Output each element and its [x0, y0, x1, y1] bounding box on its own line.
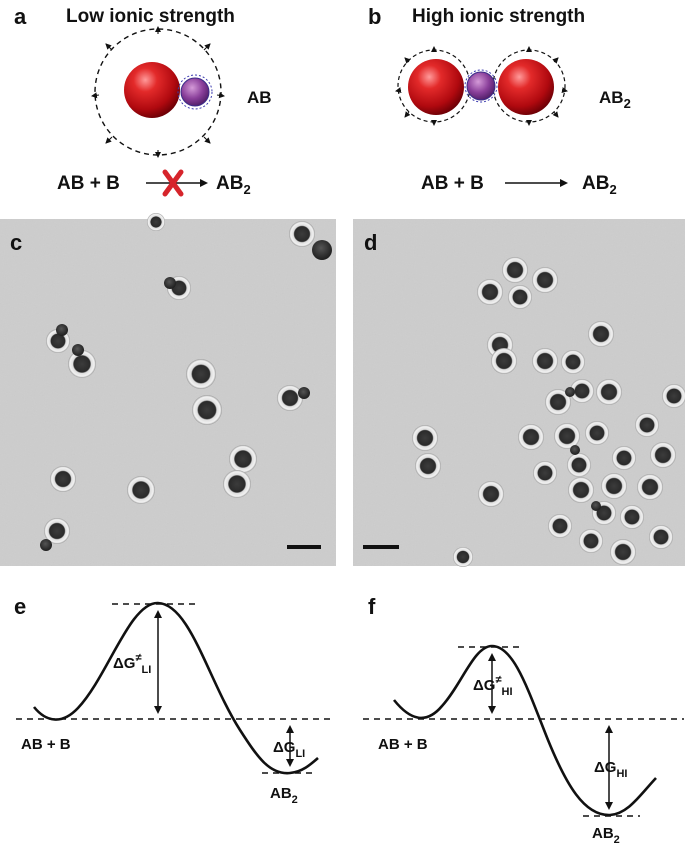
barrier-label-e: ΔG≠LI: [113, 652, 151, 676]
micrograph-d-particles: [412, 257, 685, 567]
panel-b-letter: b: [368, 4, 381, 29]
small-particle-bridge-shell: [464, 69, 498, 103]
large-particle-a: [124, 62, 180, 118]
panel-c-letter: c: [10, 230, 22, 255]
panel-e: e ΔG≠LI ΔGLI AB + B AB2: [14, 594, 334, 806]
panel-a: a Low ionic strength AB AB + B AB2: [14, 4, 272, 197]
micrograph-c-particles: [40, 213, 332, 551]
large-particle-right: [498, 59, 554, 115]
reactant-label-e: AB + B: [21, 736, 71, 753]
energy-profile-f: [392, 644, 657, 817]
blocked-x-icon: [162, 169, 184, 197]
barrier-label-f: ΔG≠HI: [473, 674, 513, 698]
complex-ab-label: AB: [247, 88, 272, 107]
panel-a-letter: a: [14, 4, 27, 29]
reaction-b-reactants: AB + B: [421, 173, 484, 194]
dg-label-e: ΔGLI: [273, 739, 305, 760]
panel-b: b High ionic strength AB2 AB + B AB2: [368, 4, 631, 197]
panel-b-title: High ionic strength: [412, 6, 585, 27]
panel-e-letter: e: [14, 594, 26, 619]
complex-ab2-label: AB2: [599, 88, 631, 111]
reaction-a-reactants: AB + B: [57, 173, 120, 194]
product-label-e: AB2: [270, 785, 298, 806]
reaction-b-product: AB2: [582, 173, 617, 197]
product-label-f: AB2: [592, 825, 620, 846]
panel-a-title: Low ionic strength: [66, 6, 235, 27]
double-layer-arrows-b: [395, 46, 568, 126]
dg-label-f: ΔGHI: [594, 759, 627, 780]
scale-bar-c: [287, 545, 321, 549]
panel-f: f ΔG≠HI ΔGHI AB + B AB2: [363, 594, 684, 846]
reaction-a-product: AB2: [216, 173, 251, 197]
double-layer-boundary: [94, 28, 222, 156]
double-layer-arrows: [91, 26, 225, 158]
large-particle-left: [408, 59, 464, 115]
small-particle-bridge: [466, 71, 496, 101]
reactant-label-f: AB + B: [378, 736, 428, 753]
panel-c: c: [0, 213, 336, 566]
scale-bar-d: [363, 545, 399, 549]
panel-d-letter: d: [364, 230, 377, 255]
panel-d: d: [353, 219, 685, 567]
small-particle-b: [180, 77, 210, 107]
panel-f-letter: f: [368, 594, 376, 619]
energy-profile-e: [32, 601, 319, 775]
small-particle-shell: [177, 74, 213, 110]
